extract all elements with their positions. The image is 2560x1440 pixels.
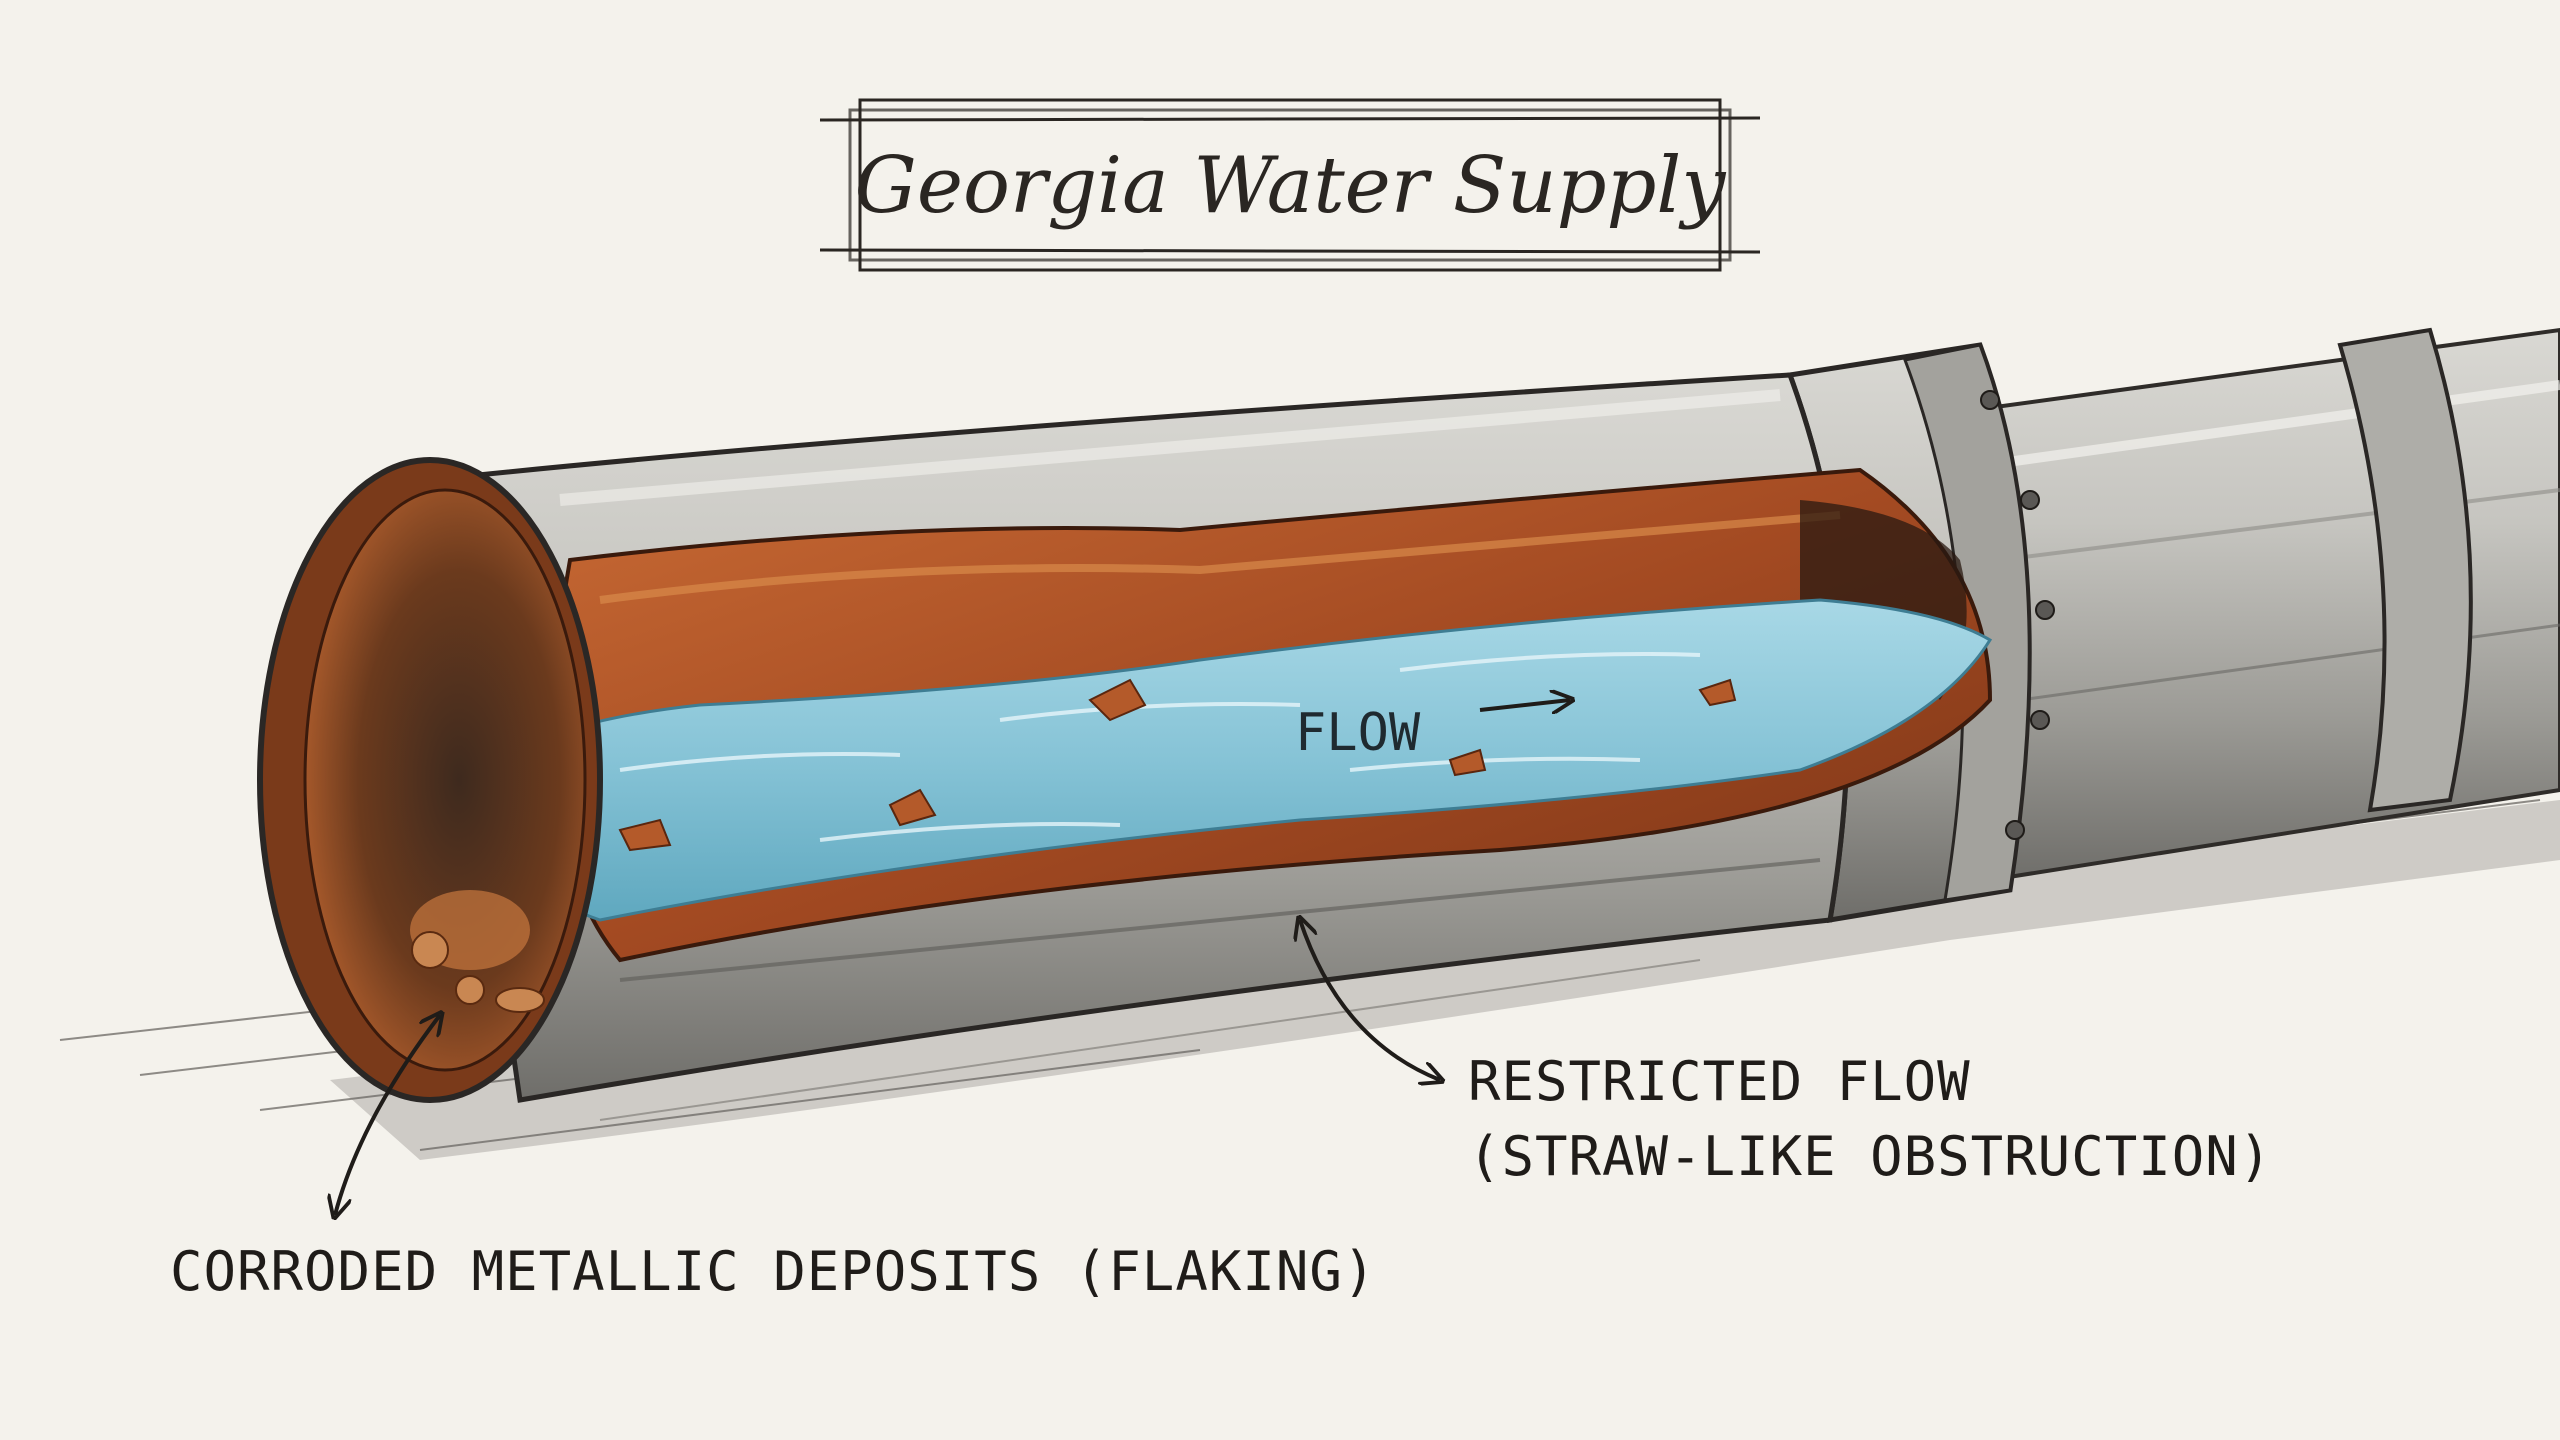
- corroded-deposits-arrow: [335, 1015, 440, 1215]
- corroded-deposits-label: CORRODED METALLIC DEPOSITS (FLAKING): [170, 1240, 1376, 1303]
- restricted-flow-arrow: [1300, 920, 1440, 1080]
- flow-arrow: [1479, 700, 1570, 710]
- mouth-deposits: [411, 931, 545, 1013]
- page-title: Georgia Water Supply: [855, 141, 1727, 231]
- rust-flakes: [618, 678, 1737, 852]
- restricted-flow-label-line2: (STRAW-LIKE OBSTRUCTION): [1468, 1125, 2272, 1188]
- coupling-rivets: [1980, 390, 2055, 840]
- title-frame: [819, 98, 1761, 272]
- restricted-flow-label-line1: RESTRICTED FLOW: [1468, 1050, 1971, 1113]
- water-channel: [495, 598, 1993, 922]
- pipe-mouth-opening: [257, 457, 603, 1103]
- flow-label: FLOW: [1295, 703, 1421, 763]
- water-ripples: [619, 652, 1701, 842]
